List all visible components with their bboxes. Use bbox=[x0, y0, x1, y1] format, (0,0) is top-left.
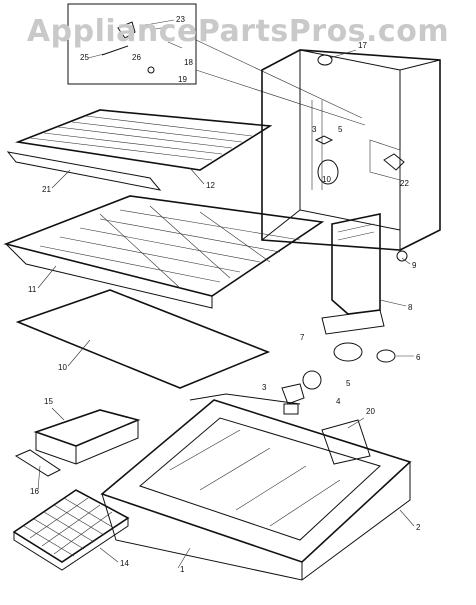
callout-label: 12 bbox=[206, 181, 215, 190]
freezer-liner bbox=[100, 393, 412, 581]
small-parts-inset bbox=[67, 3, 197, 85]
fan-motor-assembly bbox=[281, 342, 396, 415]
ice-cube-tray bbox=[12, 489, 130, 571]
crisper-cover bbox=[15, 289, 271, 389]
callout-label: 21 bbox=[42, 185, 51, 194]
callout-label: 19 bbox=[178, 75, 187, 84]
callout-label: 9 bbox=[412, 261, 417, 270]
air-duct bbox=[321, 213, 408, 335]
crisper-drawer bbox=[33, 409, 141, 465]
callout-label: 8 bbox=[408, 303, 413, 312]
callout-label: 2 bbox=[416, 523, 421, 532]
callout-label: 26 bbox=[132, 53, 141, 62]
callout-label: 6 bbox=[416, 353, 421, 362]
callout-label: 18 bbox=[184, 58, 193, 67]
callout-label: 20 bbox=[366, 407, 375, 416]
cabinet bbox=[261, 49, 441, 251]
callout-label: 14 bbox=[120, 559, 129, 568]
callout-label: 22 bbox=[400, 179, 409, 188]
callout-label: 5 bbox=[346, 379, 351, 388]
shelf-trim bbox=[6, 151, 162, 191]
callout-label: 7 bbox=[300, 333, 305, 342]
callout-label: 3 bbox=[312, 125, 317, 134]
callout-label: 11 bbox=[28, 285, 37, 294]
callout-label: 10 bbox=[322, 175, 331, 184]
callout-label: 17 bbox=[358, 41, 367, 50]
callout-label: 3 bbox=[262, 383, 267, 392]
callout-label: 25 bbox=[80, 53, 89, 62]
callout-label: 5 bbox=[338, 125, 343, 134]
callout-label: 15 bbox=[44, 397, 53, 406]
callout-label: 4 bbox=[336, 397, 341, 406]
drawer-handle bbox=[14, 449, 61, 477]
wire-shelf-upper bbox=[14, 109, 273, 171]
callout-label: 23 bbox=[176, 15, 185, 24]
glass-shelf bbox=[3, 195, 325, 309]
callout-label: 1 bbox=[180, 565, 185, 574]
callout-label: 10 bbox=[58, 363, 67, 372]
callout-label: 16 bbox=[30, 487, 39, 496]
callout-labels: 23 25 26 18 19 17 21 12 11 10 9 8 7 6 5 … bbox=[28, 15, 421, 574]
